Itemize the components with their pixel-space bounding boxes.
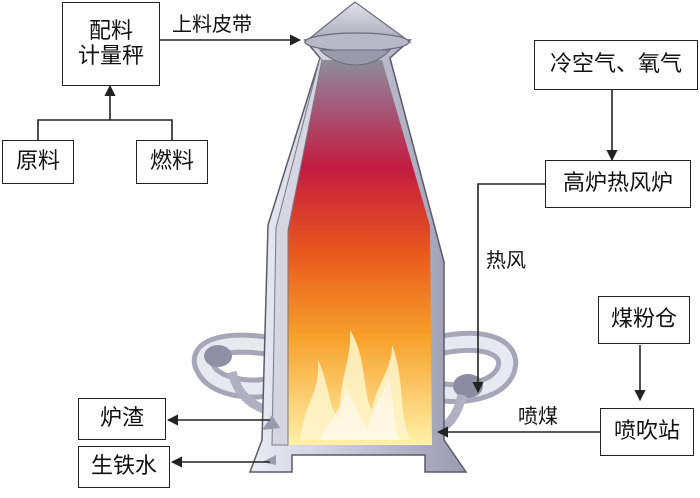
injection-station-label: 喷吹站 — [613, 419, 680, 445]
coal-bin-label: 煤粉仓 — [610, 307, 677, 333]
coal-injection-label: 喷煤 — [518, 404, 558, 428]
hot-stove-box: 高炉热风炉 — [545, 160, 691, 208]
furnace-interior — [288, 60, 432, 445]
conveyor-label: 上料皮带 — [172, 12, 252, 36]
fuel-box: 燃料 — [136, 140, 208, 184]
flames — [300, 330, 410, 440]
fuel-label: 燃料 — [149, 149, 194, 175]
injection-station-box: 喷吹站 — [600, 408, 694, 456]
hot-metal-box: 生铁水 — [78, 446, 170, 488]
raw-material-box: 原料 — [2, 140, 74, 184]
raw-material-label: 原料 — [15, 149, 60, 175]
hot-metal-label: 生铁水 — [90, 454, 157, 480]
slag-label: 炉渣 — [99, 406, 144, 432]
cold-air-oxygen-box: 冷空气、氧气 — [534, 40, 698, 90]
slag-box: 炉渣 — [78, 398, 166, 440]
connector-lines — [37, 34, 646, 468]
hot-stove-label: 高炉热风炉 — [562, 171, 673, 197]
hot-blast-label: 热风 — [486, 248, 526, 272]
weigher-label-line2: 计量秤 — [77, 44, 144, 69]
furnace-top-cone — [303, 1, 412, 66]
coal-bin-box: 煤粉仓 — [598, 296, 690, 344]
tuyere-ring-left — [192, 332, 274, 417]
weigher-label-line1: 配料 — [88, 18, 133, 44]
cold-air-oxygen-label: 冷空气、氧气 — [549, 52, 682, 78]
weigher-box: 配料 计量秤 — [62, 2, 160, 86]
